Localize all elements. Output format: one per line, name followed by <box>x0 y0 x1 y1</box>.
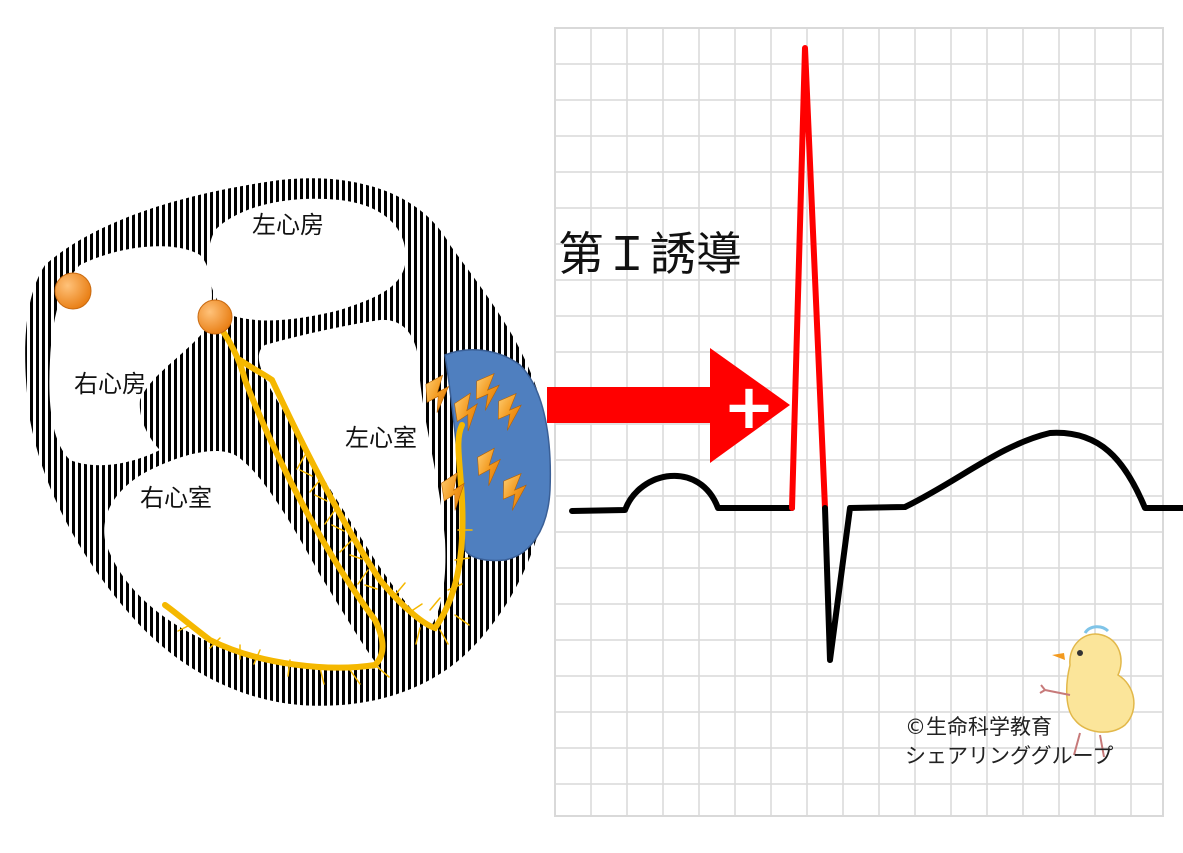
copyright-credit: ©生命科学教育 シェアリンググループ <box>905 713 1113 771</box>
lead-direction-arrow: + <box>547 348 790 463</box>
chick-mascot <box>1039 625 1135 758</box>
ecg-trace <box>569 45 1183 663</box>
right-atrium-cavity <box>49 246 212 466</box>
credit-line-1: ©生命科学教育 <box>905 715 1052 739</box>
left-atrium-label: 左心房 <box>252 211 324 239</box>
conduction-system <box>162 317 473 685</box>
s-wave-and-t-wave <box>822 429 1183 663</box>
lead-title: 第Ｉ誘導 <box>558 227 742 281</box>
p-wave-and-baseline <box>569 472 795 514</box>
left-ventricle-cavity <box>258 319 446 628</box>
av-node <box>197 299 233 335</box>
plus-sign: + <box>723 370 775 443</box>
heart: 左心房 右心房 左心室 右心室 <box>25 178 552 706</box>
left-ventricle-label: 左心室 <box>345 424 417 452</box>
r-wave <box>789 45 828 511</box>
left-atrium-cavity <box>207 198 406 321</box>
right-ventricle-label: 右心室 <box>140 484 212 512</box>
right-atrium-label: 右心房 <box>74 370 146 398</box>
credit-line-2: シェアリンググループ <box>905 744 1114 768</box>
sa-node <box>54 272 92 310</box>
